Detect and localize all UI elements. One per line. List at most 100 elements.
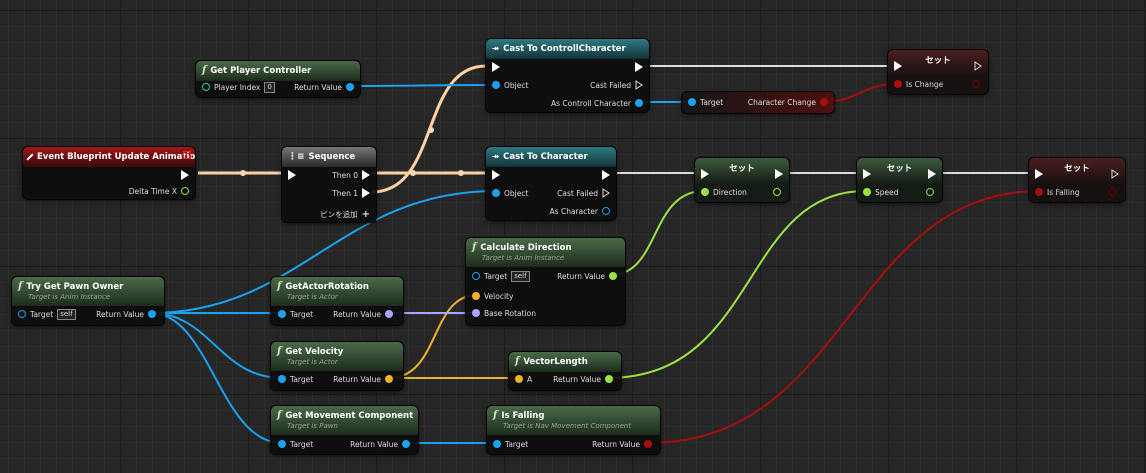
direction-pin[interactable]: Direction xyxy=(701,186,747,198)
exec-in-pin[interactable] xyxy=(492,61,500,73)
cast-failed-pin[interactable]: Cast Failed xyxy=(557,187,610,199)
object-pin[interactable]: Object xyxy=(492,79,528,91)
player-index-input[interactable]: 0 xyxy=(264,81,275,93)
a-pin[interactable]: A xyxy=(515,373,532,385)
function-icon: f xyxy=(277,281,282,292)
wire-knot[interactable] xyxy=(428,127,434,133)
exec-in-pin[interactable] xyxy=(492,169,500,181)
exec-in-pin[interactable] xyxy=(1035,168,1043,180)
sequence-node[interactable]: ⋮≡ Sequence Then 0 Then 1 ピンを追加 + xyxy=(282,147,376,222)
set-direction-node[interactable]: セット Direction xyxy=(695,158,789,202)
pin-label: Is Change xyxy=(906,79,944,89)
return-value-pin[interactable]: Return Value xyxy=(294,81,354,93)
target-pin[interactable]: Target xyxy=(493,438,528,450)
then-1-pin[interactable]: Then 1 xyxy=(332,187,370,199)
object-pin-icon xyxy=(278,440,286,448)
speed-out-pin[interactable] xyxy=(926,186,934,198)
sequence-icon: ⋮≡ xyxy=(288,151,305,162)
is-change-pin[interactable]: Is Change xyxy=(894,78,943,90)
exec-out-pin[interactable] xyxy=(635,61,643,73)
exec-in-pin[interactable] xyxy=(701,168,709,180)
function-icon: f xyxy=(472,242,477,253)
exec-pin-icon xyxy=(701,169,709,179)
then-0-pin[interactable]: Then 0 xyxy=(332,169,370,181)
player-index-pin[interactable]: Player Index 0 xyxy=(202,81,275,93)
return-value-pin[interactable]: Return Value xyxy=(557,270,617,282)
character-change-pin[interactable]: Character Change xyxy=(748,96,828,108)
direction-out-pin[interactable] xyxy=(773,186,781,198)
get-player-controller-node[interactable]: f Get Player Controller Player Index 0 R… xyxy=(196,61,360,97)
exec-out-pin[interactable] xyxy=(1111,168,1119,180)
set-speed-node[interactable]: セット Speed xyxy=(857,158,942,202)
delegate-icon[interactable] xyxy=(183,151,191,159)
exec-out-pin[interactable] xyxy=(602,169,610,181)
target-pin[interactable]: Target xyxy=(278,308,313,320)
pin-label: As Controll Character xyxy=(550,98,631,108)
base-rotation-pin[interactable]: Base Rotation xyxy=(472,307,536,319)
exec-in-pin[interactable] xyxy=(863,168,871,180)
return-value-pin[interactable]: Return Value xyxy=(333,373,393,385)
exec-pin-icon xyxy=(492,170,500,180)
object-wire xyxy=(345,84,497,87)
wire-knot[interactable] xyxy=(240,170,246,176)
object-pin[interactable]: Object xyxy=(492,187,528,199)
velocity-pin[interactable]: Velocity xyxy=(472,290,513,302)
target-pin[interactable]: Target xyxy=(278,438,313,450)
cast-failed-pin[interactable]: Cast Failed xyxy=(590,79,643,91)
pin-label: Target xyxy=(700,97,724,107)
cast-to-controll-character-node[interactable]: ↠ Cast To ControllCharacter Object Cast … xyxy=(486,39,649,112)
float-pin-icon xyxy=(181,187,189,195)
is-falling-out-pin[interactable] xyxy=(1109,186,1117,198)
vector-length-node[interactable]: f VectorLength A Return Value xyxy=(509,352,621,390)
target-pin[interactable]: Target self xyxy=(18,308,76,320)
vector-wire xyxy=(388,294,478,379)
character-change-getter-node[interactable]: Target Character Change xyxy=(682,92,834,113)
exec-pin-icon xyxy=(602,170,610,180)
event-blueprint-update-animation-node[interactable]: Event Blueprint Update Animation Delta T… xyxy=(23,147,195,199)
return-value-pin[interactable]: Return Value xyxy=(553,373,613,385)
object-pin-icon xyxy=(492,81,500,89)
self-input[interactable]: self xyxy=(57,308,76,320)
pin-label: Cast Failed xyxy=(557,188,598,198)
exec-out-pin[interactable] xyxy=(974,60,982,72)
object-pin-icon xyxy=(346,83,354,91)
exec-in-pin[interactable] xyxy=(894,60,902,72)
node-title: Try Get Pawn Owner xyxy=(26,281,124,292)
cast-to-character-node[interactable]: ↠ Cast To Character Object Cast Failed A… xyxy=(486,147,616,220)
node-title: Get Velocity xyxy=(285,346,344,357)
set-is-change-node[interactable]: セット Is Change xyxy=(888,50,988,94)
self-input[interactable]: self xyxy=(511,270,530,282)
speed-pin[interactable]: Speed xyxy=(863,186,899,198)
as-controll-character-pin[interactable]: As Controll Character xyxy=(551,97,643,109)
float-pin-icon xyxy=(926,188,934,196)
return-value-pin[interactable]: Return Value xyxy=(592,438,652,450)
float-pin-icon xyxy=(605,375,613,383)
node-title: Cast To Character xyxy=(503,151,588,162)
as-character-pin[interactable]: As Character xyxy=(550,205,610,217)
wire-knot[interactable] xyxy=(410,170,416,176)
return-value-pin[interactable]: Return Value xyxy=(96,308,156,320)
set-is-falling-node[interactable]: セット Is Falling xyxy=(1029,158,1125,202)
is-change-out-pin[interactable] xyxy=(972,78,980,90)
return-value-pin[interactable]: Return Value xyxy=(350,438,410,450)
exec-out-pin[interactable] xyxy=(928,168,936,180)
pin-label: Then 0 xyxy=(332,170,358,180)
delta-time-pin[interactable]: Delta Time X xyxy=(129,185,189,197)
exec-out-pin[interactable] xyxy=(775,168,783,180)
target-pin[interactable]: Target self xyxy=(472,270,530,282)
add-pin-button[interactable]: ピンを追加 + xyxy=(320,208,370,220)
return-value-pin[interactable]: Return Value xyxy=(333,308,393,320)
target-pin[interactable]: Target xyxy=(278,373,313,385)
target-pin[interactable]: Target xyxy=(688,96,723,108)
wire-knot[interactable] xyxy=(458,170,464,176)
is-falling-pin[interactable]: Is Falling xyxy=(1035,186,1080,198)
exec-out-pin[interactable] xyxy=(181,169,189,181)
exec-in-pin[interactable] xyxy=(288,169,296,181)
